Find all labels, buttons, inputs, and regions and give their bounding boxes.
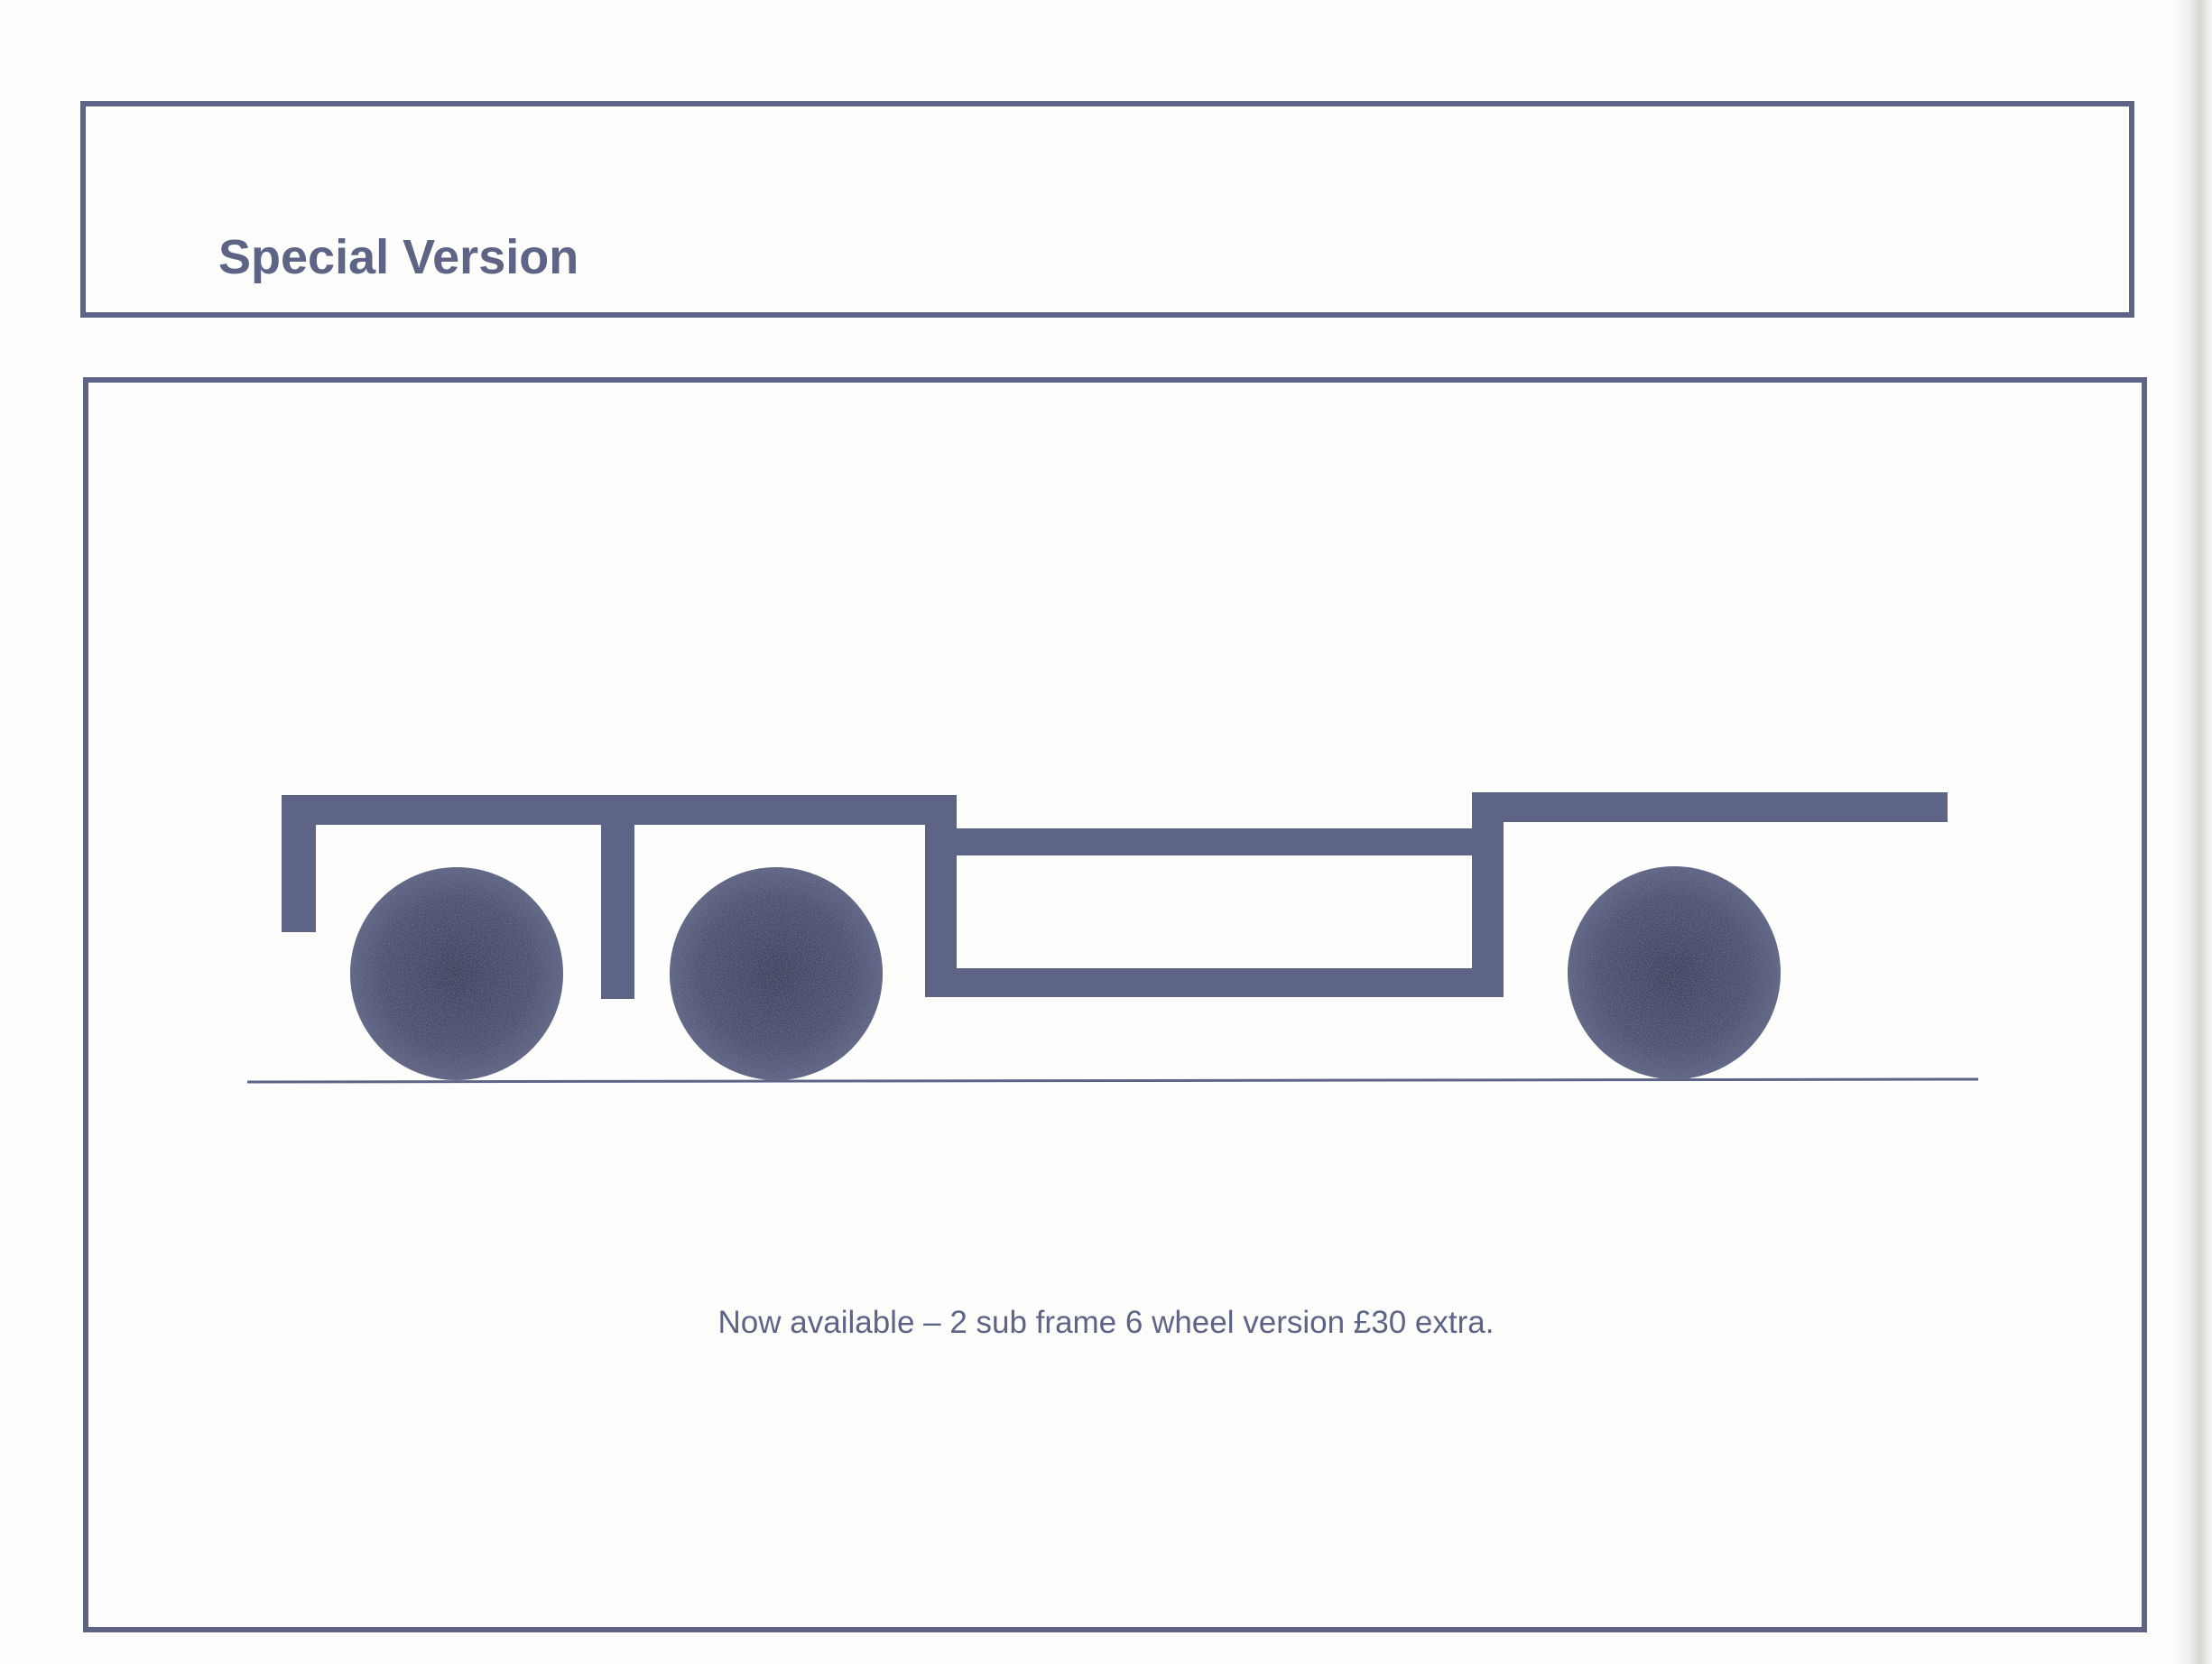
front-wheel [350,867,563,1080]
rear-wheel [1568,866,1781,1079]
well-right-post [1472,794,1504,997]
ground-line [246,1077,1979,1084]
diagram-panel [83,377,2147,1632]
middle-wheel [670,867,883,1080]
well-bottom-bar [925,968,1503,997]
front-frame-middle-post [601,795,634,999]
well-top-bar [925,828,1503,855]
header-panel [80,101,2134,318]
front-frame-left-drop [282,795,316,932]
rear-frame-top-bar [1472,792,1948,822]
page-title: Special Version [218,230,579,284]
caption-text: Now available – 2 sub frame 6 wheel vers… [717,1305,1495,1340]
page-edge-shadow [2172,0,2212,1664]
well-left-post [925,795,957,997]
